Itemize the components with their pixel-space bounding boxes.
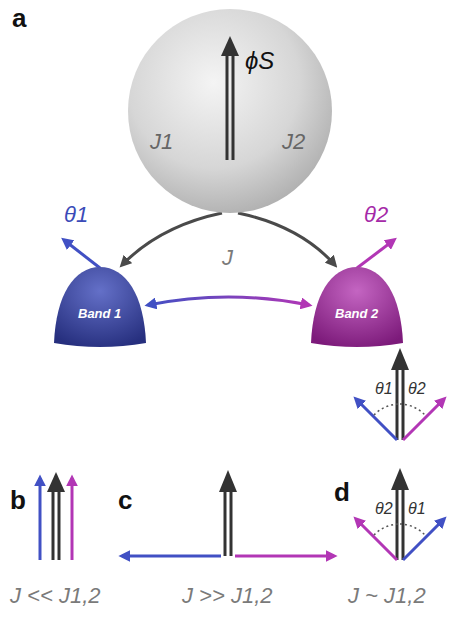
panel-letter: b [10, 486, 26, 515]
coupling-arrow [148, 297, 309, 305]
angle-label: θ2 [375, 500, 393, 518]
band-node: Band 1 [52, 265, 148, 347]
order-arrow [224, 490, 227, 556]
angle-arc [374, 404, 400, 415]
order-arrow [232, 54, 235, 160]
regime-label: J << J1,2 [10, 584, 101, 608]
order-arrow [58, 490, 61, 560]
coupling-label: J1 [150, 130, 173, 154]
angle-label: θ1 [375, 380, 393, 398]
coupling-label: J [222, 246, 233, 270]
node-label: Band 1 [78, 307, 121, 321]
order-arrow-head [219, 470, 237, 492]
coupling-arrow [122, 213, 222, 265]
phase-label: θ1 [64, 203, 88, 227]
panel-letter: a [12, 4, 26, 33]
order-arrow-head [47, 472, 65, 492]
panel-letter: c [118, 486, 132, 515]
order-arrow-head [221, 36, 239, 56]
sphere-shape [128, 9, 332, 213]
angle-arc [374, 524, 400, 535]
node-label: Band 2 [335, 307, 378, 321]
band-dome [311, 267, 403, 347]
panel-letter: d [334, 478, 350, 507]
phase-arrow [403, 519, 444, 560]
regime-label: J ~ J1,2 [348, 584, 426, 608]
coupling-label: J2 [282, 130, 305, 154]
order-arrow [230, 490, 233, 556]
condensate-sphere: ϕS [127, 8, 333, 214]
phase-arrow [235, 555, 334, 558]
angle-arc [400, 404, 425, 415]
phase-arrow [122, 555, 221, 558]
condensate-sphere [127, 8, 333, 214]
order-arrow-head [391, 468, 409, 490]
order-arrow [52, 490, 55, 560]
band-node: Band 2 [309, 265, 405, 347]
angle-arc [400, 524, 425, 535]
phase-arrow [64, 240, 100, 268]
phase-arrow [403, 399, 444, 440]
node-label: ϕS [245, 48, 274, 74]
order-arrow [226, 54, 229, 160]
angle-label: θ2 [408, 380, 426, 398]
phase-arrow [356, 399, 397, 440]
phase-arrow [71, 478, 74, 560]
phase-arrow [357, 240, 394, 268]
band-shape [52, 265, 148, 347]
band-shape [309, 265, 405, 347]
order-arrow-head [391, 348, 409, 370]
phase-arrow [39, 478, 42, 560]
regime-label: J >> J1,2 [182, 584, 273, 608]
coupling-arrow [238, 213, 335, 265]
phase-label: θ2 [364, 203, 388, 227]
phase-arrow [356, 519, 397, 560]
band-dome [54, 267, 146, 347]
angle-label: θ1 [408, 500, 426, 518]
